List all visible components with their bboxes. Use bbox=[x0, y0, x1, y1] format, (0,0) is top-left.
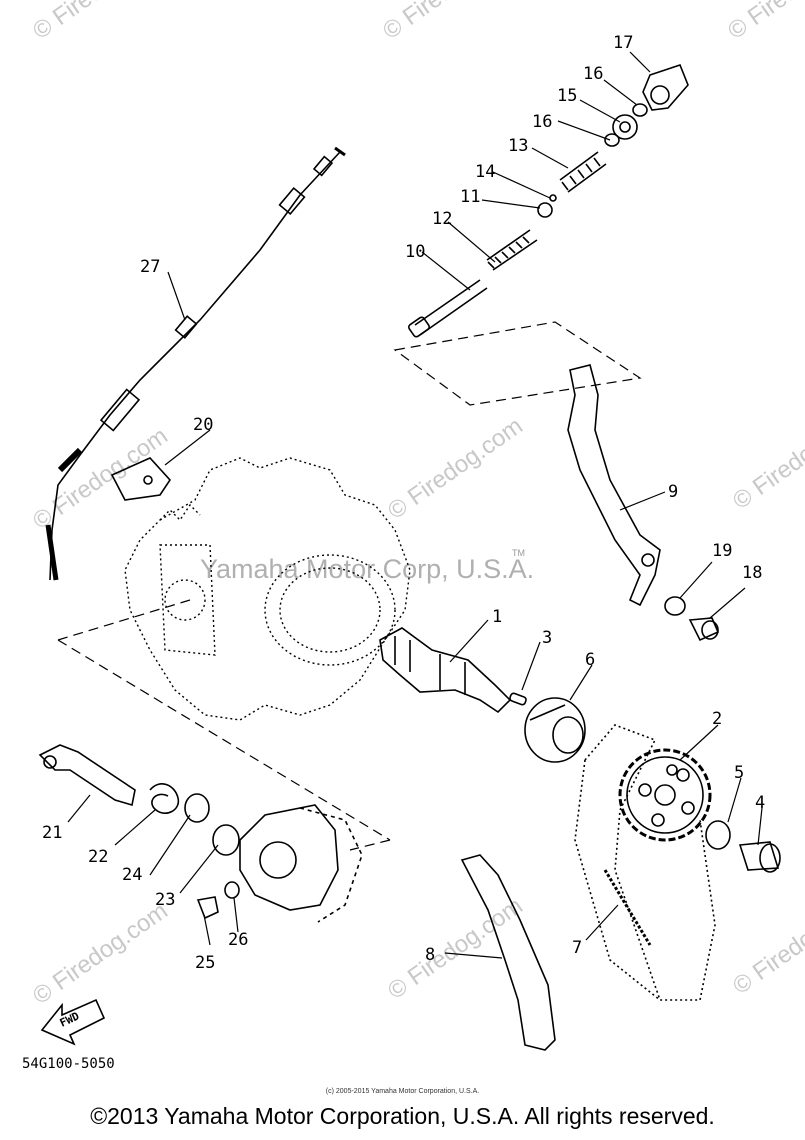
watermark-tm: TM bbox=[512, 548, 525, 558]
fwd-arrow bbox=[40, 998, 106, 1046]
engine-case-outline bbox=[124, 457, 411, 721]
watermark-text: © Firedog.com bbox=[728, 402, 805, 515]
watermark-layer: © Firedog.com © Firedog.com © Firedog.co… bbox=[28, 0, 805, 1010]
cam-chain bbox=[574, 724, 716, 1001]
callout-22: 22 bbox=[88, 847, 108, 867]
leader-lines bbox=[67, 51, 763, 959]
guide-hole bbox=[641, 553, 655, 567]
callout-24: 24 bbox=[122, 865, 142, 885]
watermark-text: © Firedog.com bbox=[28, 897, 173, 1010]
tensioner-assembly bbox=[407, 64, 689, 338]
diagram-code: 54G100-5050 bbox=[22, 1056, 115, 1072]
footer-small-copyright: (c) 2005-2015 Yamaha Motor Corporation, … bbox=[325, 1088, 480, 1095]
watermark-text: © Firedog.com bbox=[383, 412, 528, 525]
callout-19: 19 bbox=[712, 541, 732, 561]
chain-links bbox=[603, 869, 652, 946]
callout-16-top: 16 bbox=[583, 64, 603, 84]
washer-19 bbox=[664, 596, 686, 616]
callout-13: 13 bbox=[508, 136, 528, 156]
callout-2: 2 bbox=[712, 709, 722, 729]
bolt-18 bbox=[688, 617, 720, 642]
cable-bracket bbox=[110, 457, 172, 501]
callout-23: 23 bbox=[155, 890, 175, 910]
callout-27: 27 bbox=[140, 257, 160, 277]
callout-17: 17 bbox=[613, 33, 633, 53]
washer-5 bbox=[705, 820, 731, 850]
dowel-pin-3 bbox=[509, 692, 527, 706]
callout-4: 4 bbox=[755, 793, 765, 813]
bolt-25 bbox=[196, 896, 219, 920]
watermark-text: © Firedog.com bbox=[378, 0, 523, 45]
camshaft bbox=[379, 627, 512, 714]
throttle-cable bbox=[45, 146, 346, 581]
callout-6: 6 bbox=[585, 650, 595, 670]
callout-14: 14 bbox=[475, 162, 495, 182]
callout-11: 11 bbox=[460, 187, 480, 207]
watermark-text: © Firedog.com bbox=[728, 887, 805, 1000]
decompressor bbox=[524, 697, 586, 763]
washer-24 bbox=[184, 793, 210, 823]
callout-1: 1 bbox=[492, 607, 502, 627]
bracket-hole bbox=[143, 475, 153, 485]
callout-7: 7 bbox=[572, 938, 582, 958]
callout-21: 21 bbox=[42, 823, 62, 843]
cover-housing bbox=[239, 804, 363, 923]
callout-5: 5 bbox=[734, 763, 744, 783]
callout-10: 10 bbox=[405, 242, 425, 262]
kick-axle bbox=[38, 744, 136, 807]
washer-26 bbox=[224, 881, 240, 899]
callout-15: 15 bbox=[557, 86, 577, 106]
projection-lines bbox=[57, 321, 642, 851]
bearing-23 bbox=[212, 824, 240, 856]
callout-12: 12 bbox=[432, 209, 452, 229]
watermark-text: © Firedog.com bbox=[28, 0, 173, 45]
callout-25: 25 bbox=[195, 953, 215, 973]
watermark-center: Yamaha Motor Corp, U.S.A. bbox=[200, 554, 534, 584]
callout-26: 26 bbox=[228, 930, 248, 950]
cam-sprocket bbox=[618, 748, 712, 842]
callout-20: 20 bbox=[193, 415, 213, 435]
chain-guide-lower bbox=[460, 854, 556, 1051]
bolt-4 bbox=[738, 841, 781, 873]
spring-22 bbox=[149, 783, 180, 814]
watermark-text: © Firedog.com bbox=[383, 892, 528, 1005]
callout-18: 18 bbox=[742, 563, 762, 583]
callout-9: 9 bbox=[668, 482, 678, 502]
footer-copyright: ©2013 Yamaha Motor Corporation, U.S.A. A… bbox=[90, 1103, 715, 1129]
chain-guide-upper bbox=[567, 364, 661, 607]
watermark-text: © Firedog.com bbox=[723, 0, 805, 45]
callout-3: 3 bbox=[542, 628, 552, 648]
callout-16-bottom: 16 bbox=[532, 112, 552, 132]
callout-8: 8 bbox=[425, 945, 435, 965]
